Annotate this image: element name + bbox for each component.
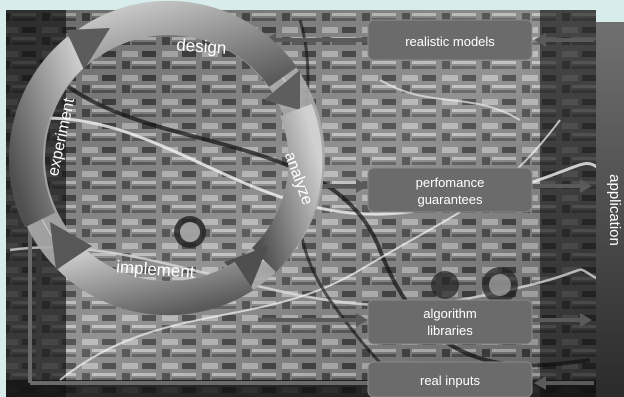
implement-arrowhead [50, 222, 92, 270]
box-realistic-models: realistic models [367, 19, 533, 61]
stage-label-design: design [176, 35, 227, 57]
box-algorithm-libraries: algorithm libraries [367, 299, 533, 345]
implement-arrow [58, 245, 254, 316]
design-arrow [75, 0, 297, 88]
analyze-arrowhead [224, 246, 268, 290]
box-performance-guarantees: perfomance guarantees [367, 167, 533, 213]
application-bar: application [596, 22, 624, 397]
design-arrowhead [264, 70, 300, 110]
box-real-inputs: real inputs [367, 361, 533, 397]
box-label-performance-line2: guarantees [417, 192, 483, 207]
box-label-algorithm-line1: algorithm [423, 306, 476, 321]
experiment-arrowhead [66, 28, 110, 70]
analyze-arrow [251, 103, 323, 273]
experiment-arrow [8, 36, 89, 228]
cycle-ring: design analyze implement experiment [8, 0, 325, 316]
application-label: application [606, 174, 623, 246]
box-label-real-inputs: real inputs [420, 373, 480, 388]
box-label-realistic-models: realistic models [405, 34, 495, 49]
box-label-algorithm-line2: libraries [427, 323, 473, 338]
box-label-performance-line1: perfomance [416, 175, 485, 190]
